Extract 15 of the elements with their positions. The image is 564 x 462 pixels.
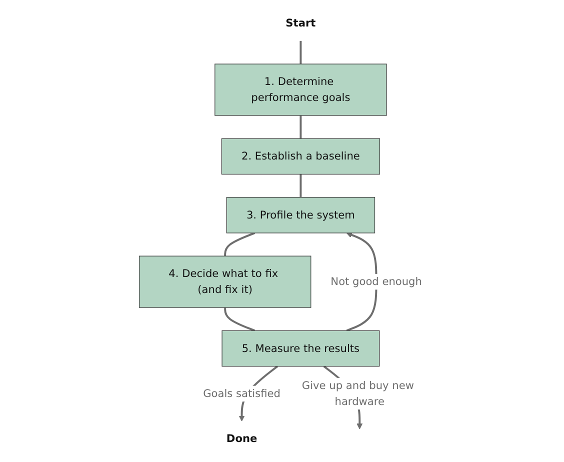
edge-label: Goals satisfied [202,387,280,400]
node-box: 3. Profile the system [226,197,375,234]
node-box: 5. Measure the results [221,330,380,367]
connector [299,174,302,198]
node-text: Done [226,432,257,445]
node-box: 4. Decide what to fix (and fix it) [138,256,311,308]
node-text: Start [285,16,316,30]
edge-label: Give up and buy new hardware [301,379,414,408]
connector [224,308,255,332]
connector [299,116,302,139]
node-box: 1. Determine performance goals [214,64,386,116]
node-box: 2. Establish a baseline [220,138,380,175]
connector [299,40,302,64]
edge-label: Not good enough [330,275,422,288]
connector [224,232,255,256]
